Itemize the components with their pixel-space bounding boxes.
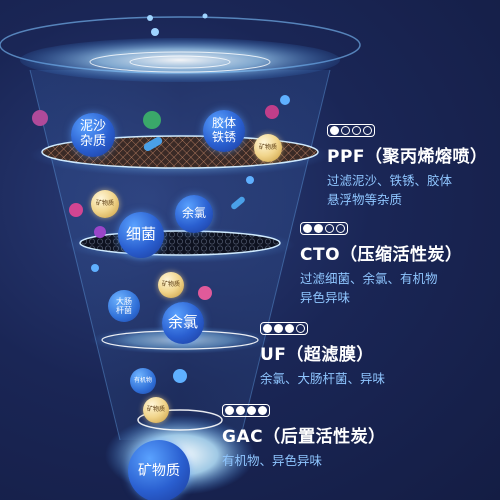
particle-mineral-1: 矿物质 <box>254 134 282 162</box>
water-surface <box>20 38 340 82</box>
stage-progress <box>327 124 375 137</box>
stage-description: 过滤泥沙、铁锈、胶体 悬浮物等杂质 <box>327 173 453 207</box>
stage-progress <box>222 404 270 417</box>
particle-mineral-2: 矿物质 <box>91 190 119 218</box>
particle-mineral-4: 矿物质 <box>143 397 169 423</box>
stage-title: CTO（压缩活性炭） <box>300 245 463 265</box>
stage-cto: CTO（压缩活性炭） 过滤细菌、余氯、有机物 异色异味 <box>300 218 463 307</box>
stage-progress <box>300 222 348 235</box>
stage-description: 过滤细菌、余氯、有机物 异色异味 <box>300 271 438 305</box>
particle-organic: 有机物 <box>130 368 156 394</box>
stage-description: 余氯、大肠杆菌、异味 <box>260 371 386 386</box>
stage-gac: GAC（后置活性炭） 有机物、异色异味 <box>222 400 386 470</box>
stage-title: UF（超滤膜） <box>260 345 374 365</box>
particle-mineral-main: 矿物质 <box>128 440 190 500</box>
particle-chlorine-2: 余氯 <box>162 302 204 344</box>
particle-ecoli: 大肠 杆菌 <box>108 290 140 322</box>
bacteria-icon <box>32 95 290 383</box>
particle-sand: 泥沙 杂质 <box>71 113 115 157</box>
particle-mineral-3: 矿物质 <box>158 272 184 298</box>
stage-uf: UF（超滤膜） 余氯、大肠杆菌、异味 <box>260 318 385 388</box>
stage-title: PPF（聚丙烯熔喷） <box>327 147 488 167</box>
particle-bacteria: 细菌 <box>118 212 164 258</box>
particle-chlorine-1: 余氯 <box>175 195 213 233</box>
stage-title: GAC（后置活性炭） <box>222 427 386 447</box>
stage-progress <box>260 322 308 335</box>
stage-description: 有机物、异色异味 <box>222 453 323 468</box>
particle-colloid: 胶体 铁锈 <box>203 110 245 152</box>
stage-ppf: PPF（聚丙烯熔喷） 过滤泥沙、铁锈、胶体 悬浮物等杂质 <box>327 120 488 209</box>
